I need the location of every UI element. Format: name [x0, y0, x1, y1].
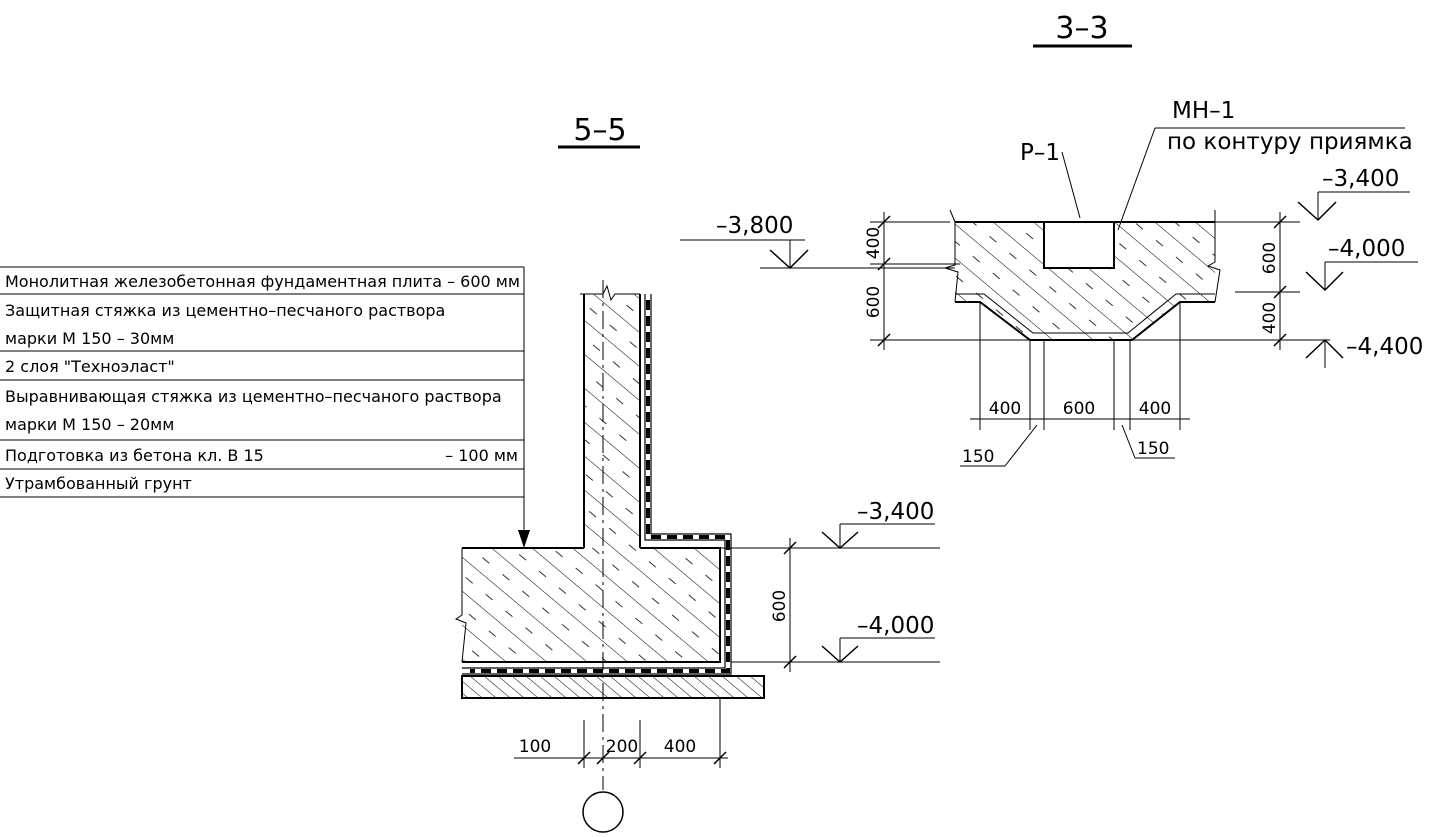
- section-5-5-wall: [584, 294, 640, 548]
- bottom-dim-150-left: 150: [962, 447, 994, 467]
- section-5-5-slab: [462, 548, 720, 662]
- legend-row-4-line-1: Выравнивающая стяжка из цементно–песчано…: [5, 387, 502, 406]
- section-3-3-title: 3–3: [1055, 11, 1108, 46]
- level-3400-right-text: –3,400: [1322, 166, 1399, 192]
- legend-row-4-line-2: марки М 150 – 20мм: [5, 415, 174, 434]
- level-3400-left-text: –3,400: [857, 499, 934, 525]
- legend-row-6: Утрамбованный грунт: [5, 474, 192, 493]
- section-3-3-break-left: [943, 209, 959, 303]
- section-3-3-sump: [1043, 221, 1115, 269]
- level-marker-3400-left: –3,400: [821, 499, 935, 550]
- layers-legend: Монолитная железобетонная фундаментная п…: [0, 266, 530, 548]
- bottom-dim-600: 600: [1063, 399, 1095, 419]
- waterproofing-outer-1: [462, 294, 726, 669]
- section-3-3-slab-bottom: [955, 301, 1215, 341]
- bottom-dim-400-left: 400: [989, 399, 1021, 419]
- level-marker-4000-left: –4,000: [821, 613, 935, 664]
- dim-400: 400: [664, 737, 696, 757]
- section-5-5: 5–5 600 –3,400: [454, 113, 940, 833]
- mn1-note: по контуру приямка: [1167, 129, 1413, 155]
- right-dim-600: 600: [1260, 242, 1280, 274]
- dim-100: 100: [519, 737, 551, 757]
- legend-row-1: Монолитная железобетонная фундаментная п…: [5, 272, 520, 291]
- p1-leader: [1061, 151, 1081, 219]
- slab-height-dim: 600: [770, 590, 790, 622]
- level-marker-4400-right: –4,400: [1305, 334, 1423, 368]
- left-dim-400: 400: [864, 227, 884, 259]
- concrete-preparation: [461, 675, 765, 699]
- level-marker-3400-right: –3,400: [1297, 166, 1410, 222]
- dim-200: 200: [606, 737, 638, 757]
- legend-row-5-value: – 100 мм: [445, 446, 518, 465]
- section-5-5-title: 5–5: [573, 113, 626, 148]
- bottom-dim-400-right: 400: [1139, 399, 1171, 419]
- bottom-dim-150-right: 150: [1137, 439, 1169, 459]
- legend-row-2-line-2: марки М 150 – 30мм: [5, 329, 174, 348]
- legend-row-2-line-1: Защитная стяжка из цементно–песчаного ра…: [5, 301, 445, 320]
- section-3-3-slab: [955, 222, 1215, 340]
- level-3800-text: –3,800: [716, 213, 793, 239]
- techno-elast-layer: [470, 300, 730, 673]
- level-marker-4000-right: –4,000: [1305, 236, 1418, 292]
- section-3-3-break-right: [1206, 210, 1221, 303]
- mn1-label: МН–1: [1172, 98, 1235, 124]
- legend-arrow: [518, 530, 530, 548]
- waterproofing-outer-2: [462, 294, 732, 675]
- level-4000-left-text: –4,000: [857, 613, 934, 639]
- level-marker-3800: –3,800: [680, 213, 955, 270]
- mn1-leader: [1117, 127, 1156, 231]
- right-dim-400: 400: [1260, 302, 1280, 334]
- axis-marker-circle: [582, 791, 624, 833]
- level-4000-right-text: –4,000: [1328, 236, 1405, 262]
- p1-label: Р–1: [1020, 140, 1060, 166]
- section-3-3-waterproofing-line: [955, 293, 1215, 334]
- level-4400-right-text: –4,400: [1346, 334, 1423, 360]
- left-dim-600: 600: [864, 286, 884, 318]
- legend-row-5-text: Подготовка из бетона кл. В 15: [5, 446, 264, 465]
- section-3-3: 3–3 МН–1 по контуру приямка Р–1 400 600: [680, 11, 1423, 467]
- legend-row-3: 2 слоя "Техноэласт": [5, 357, 175, 376]
